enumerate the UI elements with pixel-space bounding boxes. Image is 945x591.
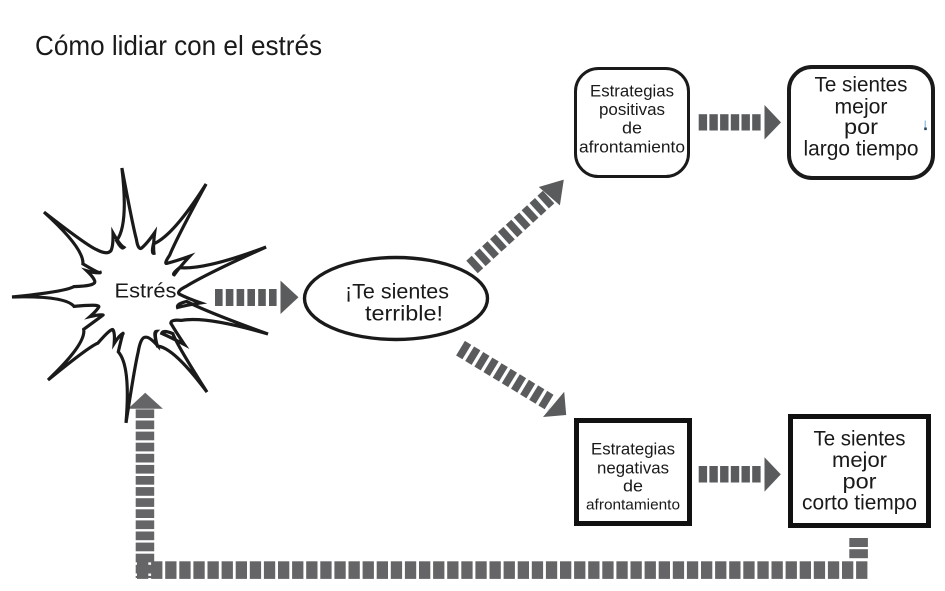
svg-text:largo tiempo: largo tiempo	[804, 138, 919, 161]
svg-text:¡Te sientes: ¡Te sientes	[345, 280, 449, 303]
svg-text:Estrategias: Estrategias	[590, 81, 674, 100]
svg-text:Estrés: Estrés	[115, 280, 177, 303]
svg-text:corto tiempo: corto tiempo	[802, 492, 917, 515]
svg-text:Estrategias: Estrategias	[591, 439, 675, 458]
svg-text:terrible!: terrible!	[365, 303, 443, 326]
svg-text:Te sientes: Te sientes	[815, 74, 908, 97]
svg-text:de: de	[622, 119, 642, 138]
svg-text:mejor: mejor	[832, 449, 887, 472]
svg-text:afrontamiento: afrontamiento	[579, 137, 685, 156]
svg-text:negativas: negativas	[597, 458, 669, 477]
svg-text:Te sientes: Te sientes	[814, 428, 906, 451]
svg-text:mejor: mejor	[835, 95, 888, 118]
svg-text:afrontamiento: afrontamiento	[586, 497, 680, 513]
svg-text:de: de	[623, 476, 643, 495]
svg-text:positivas: positivas	[599, 100, 665, 119]
svg-text:Cómo lidiar con el estrés: Cómo lidiar con el estrés	[35, 30, 322, 61]
svg-text:por: por	[844, 116, 878, 139]
svg-text:por: por	[843, 470, 877, 493]
